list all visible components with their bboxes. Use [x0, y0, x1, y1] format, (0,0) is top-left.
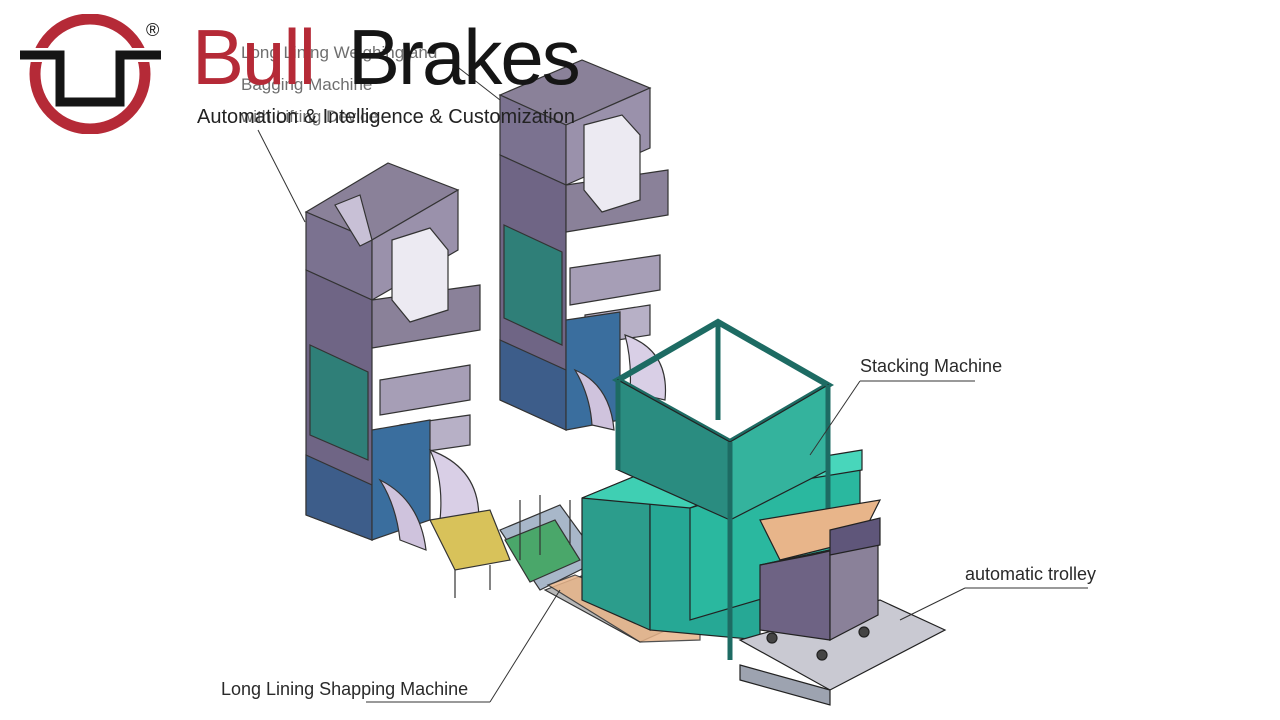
- stacking-machine: [581, 318, 882, 660]
- brand-tagline: Automation & Intelligence & Customizatio…: [197, 106, 575, 128]
- label-shaping-machine: Long Lining Shapping Machine: [221, 679, 469, 699]
- leader-lines: [257, 64, 1088, 703]
- bull-brakes-logo-icon: ®: [18, 14, 163, 134]
- label-automatic-trolley: automatic trolley: [965, 564, 1097, 584]
- weighing-bagging-machine-right: [498, 59, 669, 431]
- registered-mark: ®: [146, 20, 159, 40]
- brand-name-bull: Bull: [192, 13, 316, 101]
- brand-name-brakes: Brakes: [348, 13, 581, 101]
- weighing-bagging-machine-left: [304, 162, 481, 551]
- automatic-trolley: [738, 517, 947, 706]
- label-weighing-line-3: with Lifting Device: [241, 107, 379, 126]
- label-weighing-line-2: Bagging Machine: [241, 75, 373, 94]
- label-weighing-line-1: Long Lining Weighing and: [241, 43, 438, 62]
- label-stacking-machine: Stacking Machine: [860, 356, 1003, 376]
